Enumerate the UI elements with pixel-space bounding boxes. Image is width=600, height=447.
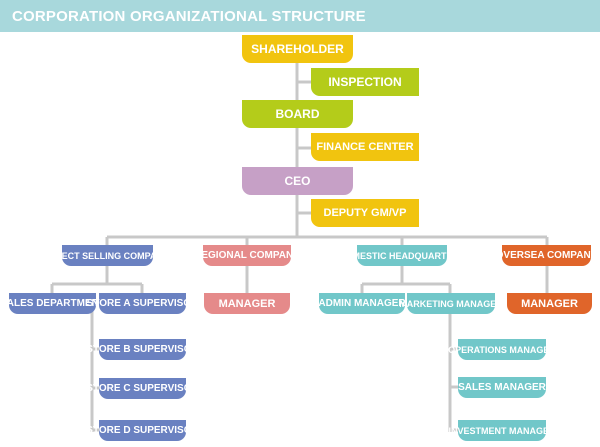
node-sales-department: SALES DEPARTMENT (0, 293, 105, 314)
node-shareholder: SHAREHOLDER (242, 35, 353, 63)
node-admin-manager: ADMIN MANAGER (318, 293, 406, 314)
node-sales-manager: SALES MANAGER (458, 377, 546, 398)
node-oversea-manager: MANAGER (507, 293, 592, 314)
node-store-a-supervisor: STORE A SUPERVISOR (87, 293, 198, 314)
node-investment-manager: INVESTMENT MANAGER (449, 420, 556, 441)
node-finance-center: FINANCE CENTER (311, 133, 419, 161)
node-regional-company: REGIONAL COMPANY (194, 245, 300, 266)
node-inspection: INSPECTION (311, 68, 419, 96)
node-operations-manager: OPERATIONS MANAGER (448, 339, 556, 360)
node-marketing-manager: MARKETING MANAGER (399, 293, 503, 314)
node-store-b-supervisor: STORE B SUPERVISOR (86, 339, 199, 360)
node-ceo: CEO (242, 167, 353, 195)
node-deputy-gm-vp: DEPUTY GM/VP (311, 199, 419, 227)
title-bar: CORPORATION ORGANIZATIONAL STRUCTURE (0, 0, 600, 32)
node-board: BOARD (242, 100, 353, 128)
node-domestic-headquarters: DOMESTIC HEADQUARTERS (339, 245, 465, 266)
node-store-c-supervisor: STORE C SUPERVISOR (86, 378, 199, 399)
node-store-d-supervisor: STORE D SUPERVISOR (86, 420, 199, 441)
page-title: CORPORATION ORGANIZATIONAL STRUCTURE (12, 8, 366, 25)
node-regional-manager: MANAGER (204, 293, 290, 314)
node-oversea-company: OVERSEA COMPANY (496, 245, 597, 266)
node-direct-selling-company: DIRECT SELLING COMPANY (46, 245, 169, 266)
